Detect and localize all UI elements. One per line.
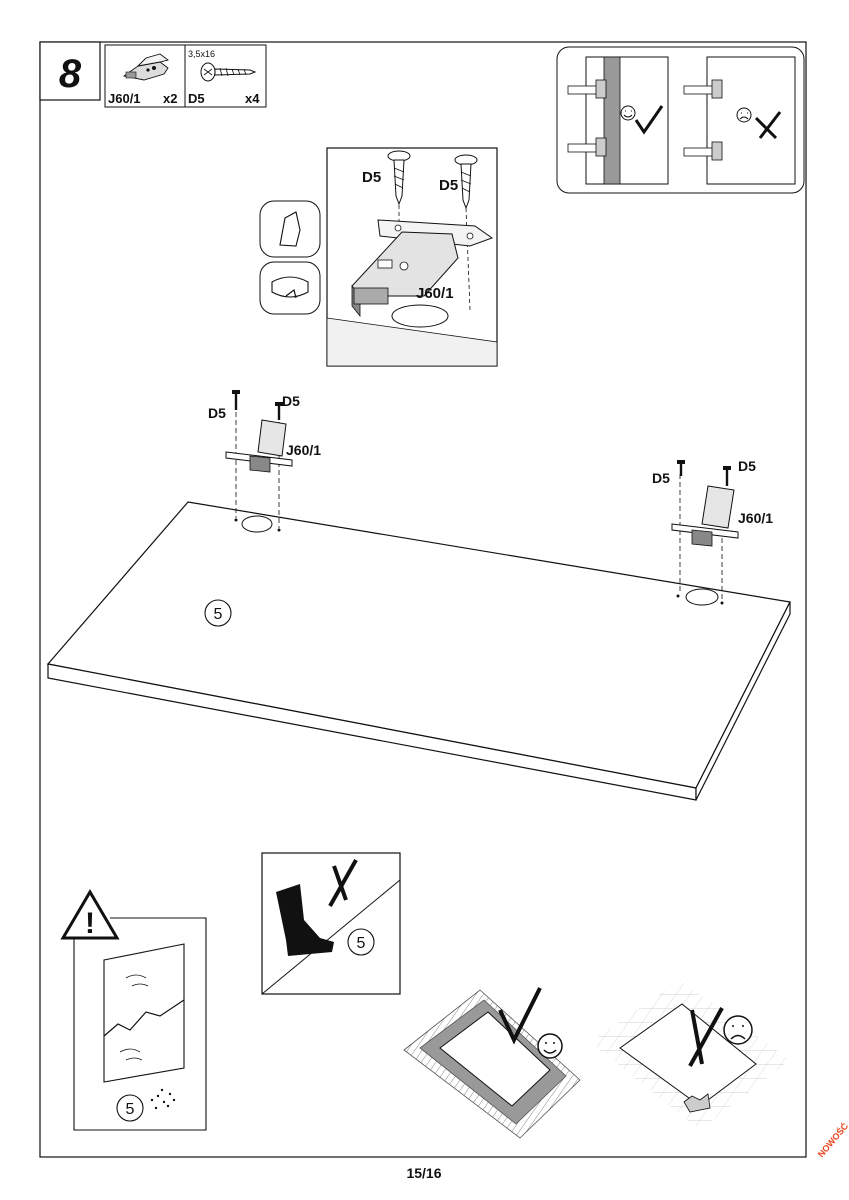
hinge-hole-left xyxy=(241,515,273,533)
new-badge: NOWOŚĆ xyxy=(815,1120,849,1159)
no-step-cross-icon xyxy=(328,859,358,907)
mirror-part-number: 5 xyxy=(126,1101,135,1118)
cross-icon xyxy=(754,111,782,140)
sad-face-large-icon xyxy=(723,1015,753,1045)
mirror-part-circle xyxy=(116,1094,144,1122)
hinge-hole-right xyxy=(685,588,719,606)
shards-icon xyxy=(150,1088,176,1110)
page-number: 15/16 xyxy=(406,1165,441,1181)
left-screw-a: D5 xyxy=(208,405,226,421)
board-panel: 5 xyxy=(46,501,791,801)
step-number: 8 xyxy=(59,52,82,96)
svg-text:!: ! xyxy=(85,907,95,940)
hinge-code: J60/1 xyxy=(108,91,141,106)
right-screw-a: D5 xyxy=(652,470,670,486)
part-number: 5 xyxy=(214,606,223,623)
happy-face-icon xyxy=(537,1033,563,1059)
step-number-box: 8 xyxy=(39,41,101,101)
detail-hinge-label: J60/1 xyxy=(416,285,454,302)
boot-part-number: 5 xyxy=(357,935,366,952)
detail-screw-left xyxy=(387,150,411,225)
part-number-circle xyxy=(204,599,232,627)
right-hinge-label: J60/1 xyxy=(738,510,773,526)
screw-icon xyxy=(200,62,257,82)
left-hinge-assembly: D5 D5 J60/1 xyxy=(208,390,321,528)
page-frame xyxy=(39,41,807,1158)
detail-inset: D5 D5 J60/1 xyxy=(326,147,498,367)
hinge-icon xyxy=(122,53,170,81)
screw-qty: x4 xyxy=(245,91,260,106)
right-screw-b: D5 xyxy=(738,458,756,474)
parts-list: J60/1 x2 3,5x16 D5 x4 xyxy=(104,44,267,108)
screw-code: D5 xyxy=(188,91,205,106)
detail-screw-label-left: D5 xyxy=(362,169,381,186)
warning-triangle-icon xyxy=(60,889,120,940)
right-hinge-assembly: D5 D5 J60/1 xyxy=(652,458,773,602)
boot-part-circle xyxy=(347,928,375,956)
orientation-hint xyxy=(556,46,805,194)
rotate-icon xyxy=(271,276,309,298)
glass-warning: ! 5 xyxy=(60,889,207,1131)
mini-hinge-icon xyxy=(567,79,607,157)
sad-face-icon xyxy=(736,107,752,123)
boot-icon xyxy=(276,884,334,956)
debris-icon xyxy=(683,1093,711,1113)
correct-checkmark-icon xyxy=(498,987,542,1045)
left-screw-b: D5 xyxy=(282,393,300,409)
wrong-cross-icon xyxy=(688,1007,724,1067)
screw-size: 3,5x16 xyxy=(188,49,215,59)
detail-hinge xyxy=(351,219,494,318)
smiley-icon xyxy=(620,105,636,121)
no-step-warning: 5 xyxy=(261,852,401,995)
detail-screw-label-right: D5 xyxy=(439,177,458,194)
hard-floor-wrong xyxy=(590,980,790,1130)
left-hinge-label: J60/1 xyxy=(286,442,321,458)
soft-surface-correct xyxy=(403,987,581,1139)
hand-icon xyxy=(279,211,301,247)
hinge-qty: x2 xyxy=(163,91,177,106)
hand-tighten-hint xyxy=(259,200,321,315)
checkmark-icon xyxy=(634,105,664,135)
